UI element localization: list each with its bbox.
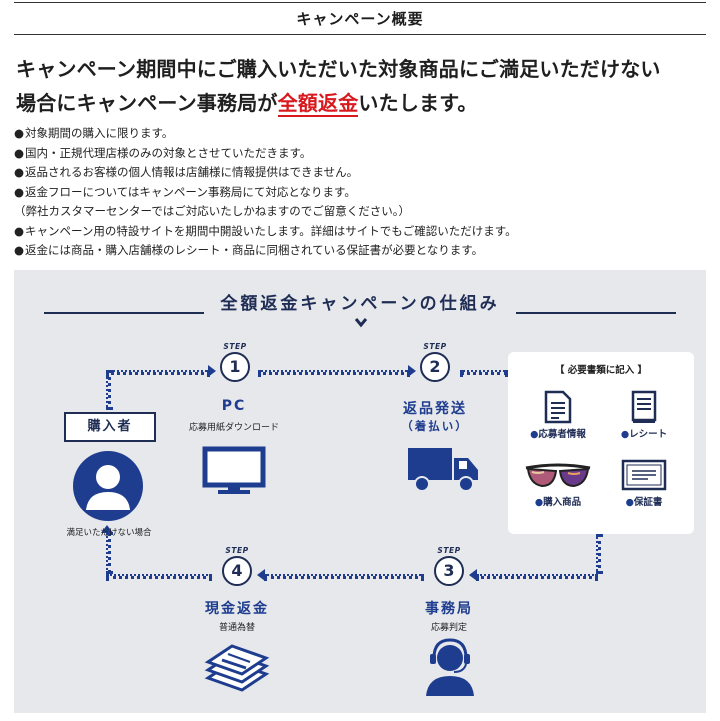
doc-purchased-product: ●購入商品 [512, 460, 604, 508]
step-2-label: 返品発送 [403, 401, 467, 417]
note-item: ●対象期間の購入に限ります。 [14, 124, 714, 144]
note-item: ●キャンペーン用の特設サイトを期間中開設いたします。詳細はサイトでもご確認いただ… [14, 222, 714, 242]
note-text: 対象期間の購入に限ります。 [25, 126, 174, 140]
receipt-icon [631, 390, 657, 423]
note-bullet: ● [14, 223, 25, 238]
doc-bullet: ● [534, 497, 544, 508]
overview-title: キャンペーン概要 [296, 10, 424, 28]
arrow-left-icon [469, 569, 477, 581]
doc-applicant-info: ●応募者情報 [518, 390, 598, 440]
form-document-icon [544, 390, 572, 424]
step-4-word: STEP [225, 546, 249, 555]
step-3-word: STEP [437, 546, 461, 555]
note-item: （弊社カスタマーセンターではご対応いたしかねますのでご留意ください。） [14, 202, 714, 222]
step-2-sub: （着払い） [401, 419, 469, 433]
doc-bullet: ● [620, 429, 630, 440]
flow-connector-step4-buyer [106, 574, 212, 579]
flow-connector-to-step1 [106, 370, 210, 375]
flow-connector-step1-step2 [258, 370, 410, 375]
arrow-right-icon [208, 365, 216, 377]
buyer-avatar-icon [73, 451, 143, 521]
flow-connector-docs-down [596, 534, 601, 574]
note-text: 返金には商品・購入店舗様のレシート・商品に同梱されている保証書が必要となります。 [25, 243, 484, 257]
full-refund-highlight: 全額返金 [277, 91, 359, 117]
overview-header: キャンペーン概要 [0, 0, 720, 36]
note-text: 返金フローについてはキャンペーン事務局にて対応となります。 [25, 184, 356, 199]
doc-bullet: ● [530, 429, 539, 440]
flow-connector-buyer-bottom [106, 532, 111, 574]
flow-connector-buyer-up [106, 370, 111, 410]
doc-bullet: ● [625, 497, 634, 508]
buyer-label: 購入者 [64, 412, 156, 442]
step-1-number: 1 [220, 352, 250, 382]
note-bullet: ● [14, 243, 25, 257]
doc-applicant-info-label: 応募者情報 [538, 429, 586, 440]
note-item: ●返金には商品・購入店舗様のレシート・商品に同梱されている保証書が必要となります… [14, 241, 714, 261]
step-3-sub: 応募判定 [430, 623, 467, 633]
step-3-label: 事務局 [425, 601, 473, 617]
flow-title: 全額返金キャンペーンの仕組み [220, 294, 500, 314]
flow-connector-step2-docs [460, 370, 508, 375]
note-bullet: ● [14, 126, 25, 140]
warranty-card-icon [621, 459, 667, 491]
sunglasses-icon [525, 463, 591, 488]
headline-line-2-after: いたします。 [358, 91, 478, 115]
note-item: ●返金フローについてはキャンペーン事務局にて対応となります。 [14, 183, 714, 203]
step-1-sub: 応募用紙ダウンロード [188, 423, 279, 433]
doc-warranty: ●保証書 [604, 458, 684, 508]
cash-stack-icon [204, 644, 270, 692]
step-4: STEP 4 [214, 546, 260, 586]
flow-connector-to-step3 [476, 574, 598, 579]
note-item: ●返品されるお客様の個人情報は店舗様に情報提供はできません。 [14, 163, 714, 183]
headline-line-2-before: 場合にキャンペーン事務局が [16, 91, 278, 115]
chevron-down-icon [354, 318, 368, 328]
doc-receipt: ●レシート [604, 390, 684, 440]
title-rule-left [44, 312, 204, 314]
doc-warranty-label: 保証書 [633, 497, 663, 508]
note-bullet: ● [14, 165, 25, 179]
note-bullet: ● [14, 184, 25, 199]
note-text: キャンペーン用の特設サイトを期間中開設いたします。詳細はサイトでもご確認いただけ… [25, 223, 517, 238]
step-1-label: PC [221, 398, 247, 414]
step-4-number: 4 [222, 556, 252, 586]
doc-receipt-label: レシート [629, 429, 668, 440]
note-text: 国内・正規代理店様のみの対象とさせていただきます。 [25, 145, 312, 160]
notes-list: ●対象期間の購入に限ります。 ●国内・正規代理店様のみの対象とさせていただきます… [14, 124, 714, 261]
step-4-sub: 普通為替 [218, 623, 255, 633]
doc-purchased-product-label: 購入商品 [543, 497, 582, 508]
step-3: STEP 3 [426, 546, 472, 586]
step-2-word: STEP [423, 342, 447, 351]
headline-line-2: 場合にキャンペーン事務局が全額返金いたします。 [16, 86, 716, 120]
step-1-word: STEP [223, 342, 247, 351]
truck-icon [408, 448, 478, 492]
note-item: ●国内・正規代理店様のみの対象とさせていただきます。 [14, 144, 714, 164]
headline: キャンペーン期間中にご購入いただいた対象商品にご満足いただけない 場合にキャンペ… [16, 52, 716, 120]
step-1: STEP 1 [212, 342, 258, 382]
note-text: （弊社カスタマーセンターではご対応いたしかねますのでご留意ください。） [14, 204, 411, 218]
note-text: 返品されるお客様の個人情報は店舗様に情報提供はできません。 [25, 165, 359, 179]
step-3-number: 3 [434, 556, 464, 586]
required-documents-card: 【 必要書類に記入 】 ●応募者情報 ●レシート [508, 352, 694, 534]
header-rule-bottom [14, 34, 706, 35]
headline-line-1: キャンペーン期間中にご購入いただいた対象商品にご満足いただけない [16, 57, 661, 81]
headset-operator-icon [426, 638, 474, 696]
arrow-right-icon [408, 365, 416, 377]
flow-title-band: 全額返金キャンペーンの仕組み [14, 284, 706, 314]
arrow-left-icon [257, 569, 265, 581]
arrow-up-icon [101, 525, 113, 533]
step-2-number: 2 [420, 352, 450, 382]
step-2: STEP 2 [412, 342, 458, 382]
monitor-icon [202, 446, 266, 494]
title-rule-right [516, 312, 676, 314]
note-bullet: ● [14, 145, 25, 160]
header-rule-top [14, 2, 706, 3]
buyer-note: 満足いただけない場合 [66, 528, 152, 538]
flow-connector-step3-step4 [264, 574, 424, 579]
step-4-label: 現金返金 [205, 601, 269, 617]
documents-title: 【 必要書類に記入 】 [554, 365, 648, 376]
refund-flow-panel: 全額返金キャンペーンの仕組み 購入者 満足いただけない場合 STEP 1 PC … [14, 270, 706, 713]
